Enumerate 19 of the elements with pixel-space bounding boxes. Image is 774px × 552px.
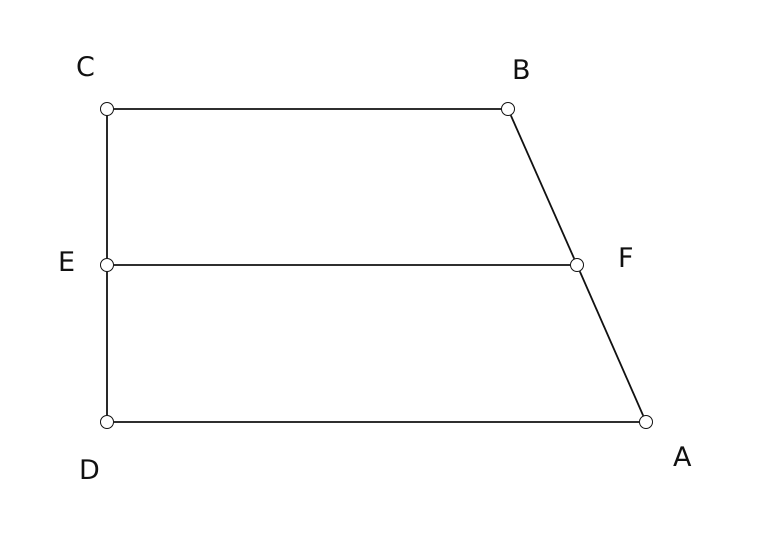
point-marker (100, 102, 114, 116)
point-marker (639, 415, 653, 429)
line-segment (114, 421, 639, 423)
point-label: C (76, 54, 95, 81)
line-segment (510, 115, 575, 259)
point-label: D (79, 457, 100, 484)
point-label: B (512, 57, 531, 84)
line-segment (114, 108, 501, 110)
point-marker (100, 258, 114, 272)
line-segment (579, 271, 644, 416)
point-marker (501, 102, 515, 116)
point-marker (570, 258, 584, 272)
line-segment (106, 272, 108, 415)
point-label: F (618, 245, 634, 272)
point-label: E (58, 249, 76, 276)
point-label: A (673, 444, 692, 471)
line-segment (106, 116, 108, 258)
point-marker (100, 415, 114, 429)
line-segment (114, 264, 570, 266)
